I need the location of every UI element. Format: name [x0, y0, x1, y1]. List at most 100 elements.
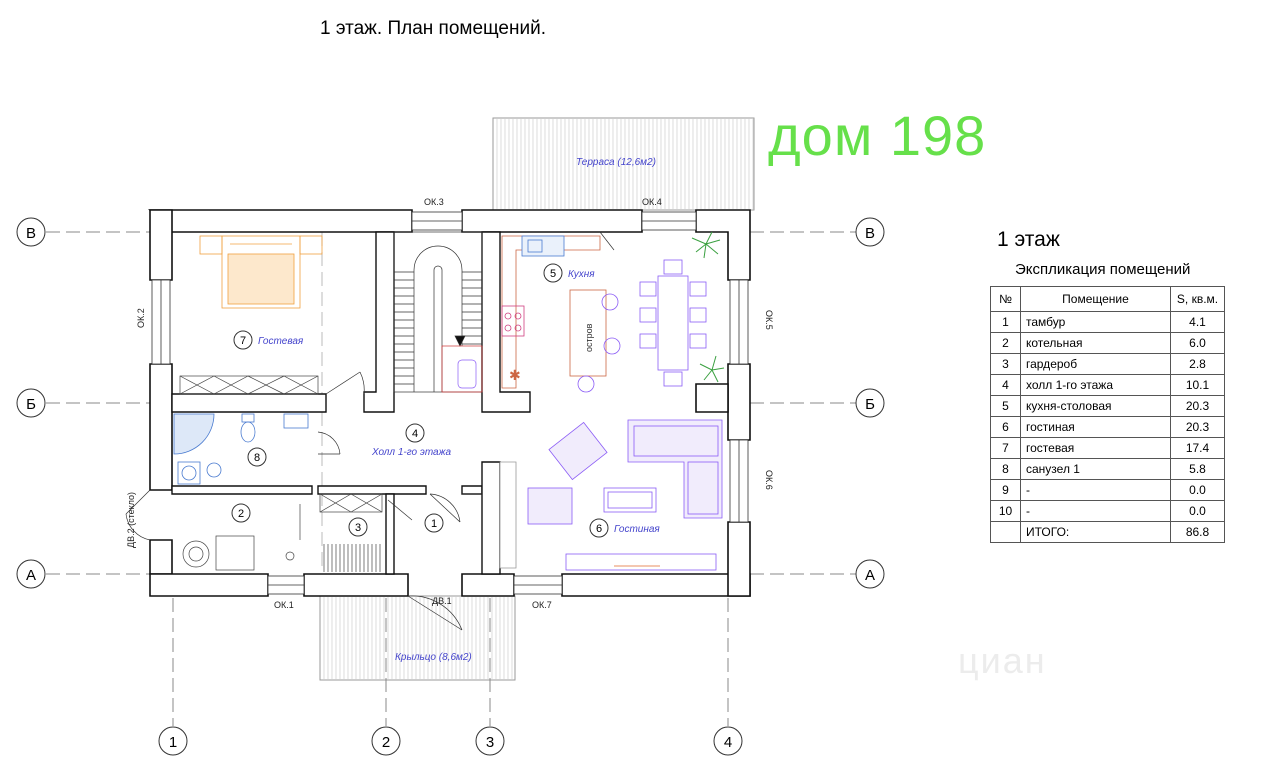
- room-name-cell: -: [1020, 479, 1171, 501]
- room-number: 6: [596, 523, 602, 535]
- room-8-marker: 8: [247, 447, 267, 467]
- room-area-cell: 10.1: [1170, 374, 1225, 396]
- room-number: 7: [240, 335, 246, 347]
- room-name-cell: холл 1-го этажа: [1020, 374, 1171, 396]
- room-number: 3: [355, 522, 361, 534]
- axis-marker-v-right: В: [855, 217, 885, 247]
- room-name-cell: -: [1020, 500, 1171, 522]
- room-number: 2: [238, 508, 244, 520]
- row-number: 10: [990, 500, 1021, 522]
- bed: [199, 235, 323, 309]
- axis-label: 4: [724, 734, 732, 751]
- room-area-cell: 5.8: [1170, 458, 1225, 480]
- axis-label: А: [865, 567, 875, 584]
- staircase: [393, 231, 483, 393]
- room-6-marker: 6 Гостиная: [589, 518, 660, 538]
- room-5-marker: 5 Кухня: [543, 263, 595, 283]
- total-value: 86.8: [1170, 521, 1225, 543]
- page-title: 1 этаж. План помещений.: [320, 18, 546, 39]
- room-4-marker: 4 Холл 1-го этажа: [371, 423, 451, 458]
- window-label: ОК.1: [274, 600, 294, 610]
- room-name-cell: гардероб: [1020, 353, 1171, 375]
- axis-label: 1: [169, 734, 177, 751]
- room-name: Кухня: [568, 269, 595, 280]
- room-7-marker: 7 Гостевая: [233, 330, 304, 350]
- opening-labels: ОК.3 ОК.4 ОК.1 ОК.7 ДВ.1 ОК.2 ОК.5 ОК.6 …: [126, 197, 774, 610]
- boiler-room-fixtures: [182, 504, 301, 571]
- room-name-cell: тамбур: [1020, 311, 1171, 333]
- axis-marker-b-left: Б: [16, 388, 46, 418]
- exterior-walls: [148, 209, 751, 597]
- windows: [151, 211, 749, 595]
- axis-marker-v-left: В: [16, 217, 46, 247]
- total-label: ИТОГО:: [1020, 521, 1171, 543]
- interior-walls: [171, 231, 531, 575]
- room-name: Холл 1-го этажа: [371, 447, 451, 458]
- row-number: 3: [990, 353, 1021, 375]
- axis-label: 3: [486, 734, 494, 751]
- dining-table: [639, 259, 707, 387]
- room-area-cell: 20.3: [1170, 416, 1225, 438]
- table-total-row: ИТОГО: 86.8: [990, 521, 1225, 543]
- plant-icon: [691, 231, 725, 383]
- axis-label: А: [26, 567, 36, 584]
- axis-marker-4: 4: [713, 726, 743, 756]
- axis-marker-3: 3: [475, 726, 505, 756]
- axis-label: В: [865, 225, 875, 242]
- room-name-cell: гостевая: [1020, 437, 1171, 459]
- row-number: 7: [990, 437, 1021, 459]
- axis-label: В: [26, 225, 36, 242]
- window-label: ОК.5: [764, 310, 774, 330]
- window-label: ОК.3: [424, 197, 444, 207]
- porch-label: Крыльцо (8,6м2): [395, 652, 472, 663]
- axis-marker-2: 2: [371, 726, 401, 756]
- column-header: S, кв.м.: [1170, 286, 1225, 312]
- axis-label: 2: [382, 734, 390, 751]
- room-name: Гостиная: [614, 524, 660, 535]
- room-2-marker: 2: [231, 503, 251, 523]
- row-number: 4: [990, 374, 1021, 396]
- room-name-cell: кухня-столовая: [1020, 395, 1171, 417]
- table-row: 10-0.0: [990, 500, 1225, 522]
- room-area-cell: 20.3: [1170, 395, 1225, 417]
- room-name-cell: гостиная: [1020, 416, 1171, 438]
- room-3-marker: 3: [348, 517, 368, 537]
- wardrobe-3: [319, 493, 383, 572]
- room-area-cell: 0.0: [1170, 479, 1225, 501]
- bathroom-fixtures: [173, 413, 309, 485]
- room-1-marker: 1: [424, 513, 444, 533]
- row-number: 6: [990, 416, 1021, 438]
- axis-marker-a-left: А: [16, 559, 46, 589]
- axis-marker-b-right: Б: [855, 388, 885, 418]
- axis-label: Б: [865, 396, 875, 413]
- living-furniture: [527, 419, 723, 571]
- window-label: ОК.2: [136, 308, 146, 328]
- row-number: 2: [990, 332, 1021, 354]
- window-label: ОК.6: [764, 470, 774, 490]
- room-area-cell: 2.8: [1170, 353, 1225, 375]
- terrace: Терраса (12,6м2): [492, 117, 755, 211]
- window-label: ОК.7: [532, 600, 552, 610]
- wardrobe-7: [179, 375, 319, 395]
- table-row: 9-0.0: [990, 479, 1225, 501]
- floor-title: 1 этаж: [997, 228, 1060, 251]
- column-header: Помещение: [1020, 286, 1171, 312]
- window-label: ОК.4: [642, 197, 662, 207]
- room-name: Гостевая: [258, 336, 304, 347]
- room-number: 8: [254, 452, 260, 464]
- axis-marker-a-right: А: [855, 559, 885, 589]
- room-area-cell: 17.4: [1170, 437, 1225, 459]
- axis-marker-1: 1: [158, 726, 188, 756]
- door-swings: [125, 231, 615, 631]
- room-area-cell: 4.1: [1170, 311, 1225, 333]
- row-number: 8: [990, 458, 1021, 480]
- table-header-row: № Помещение S, кв.м.: [990, 286, 1225, 312]
